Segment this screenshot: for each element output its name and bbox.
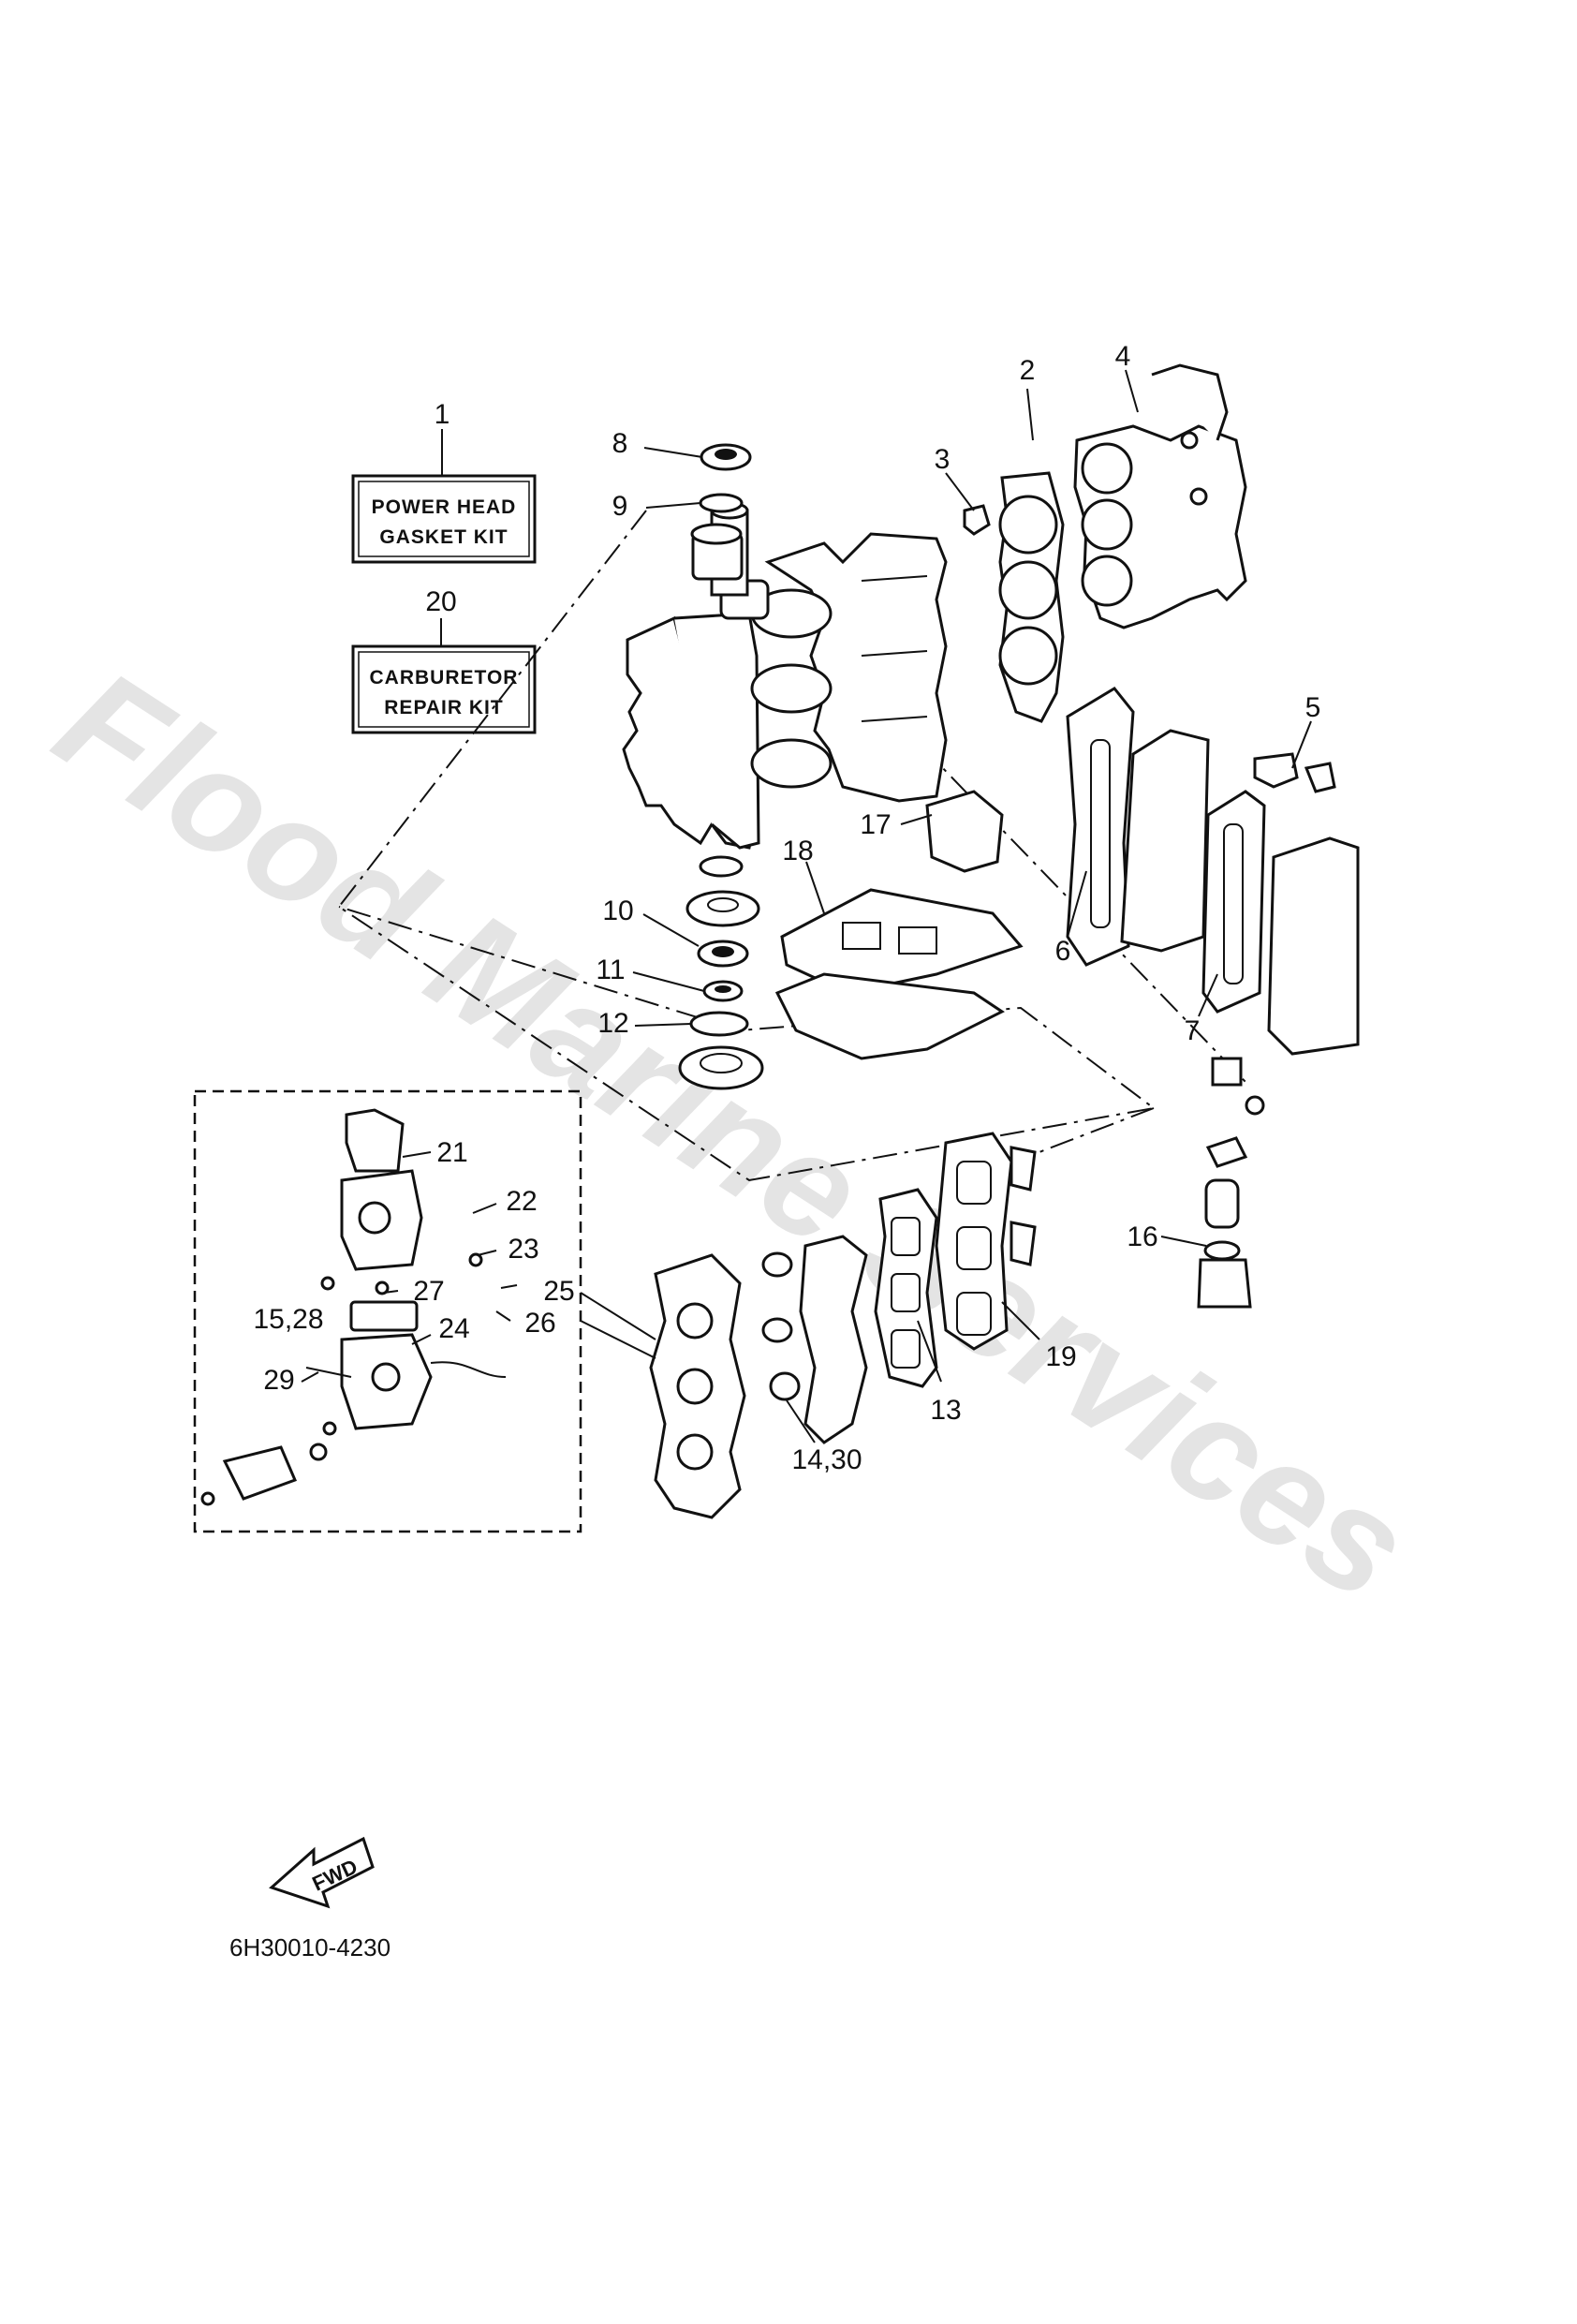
cylinder-head-part xyxy=(1073,363,1247,629)
carburetor-repair-kit-label: CARBURETOR REPAIR KIT xyxy=(351,618,537,734)
leader-lines xyxy=(301,369,1312,1443)
callout-3: 3 xyxy=(935,444,951,475)
svg-text:REPAIR KIT: REPAIR KIT xyxy=(384,697,503,718)
callout-19: 19 xyxy=(1045,1341,1076,1372)
callout-7: 7 xyxy=(1185,1015,1201,1046)
fuel-pump-part xyxy=(925,790,1004,873)
callout-8: 8 xyxy=(612,428,628,459)
callout-18: 18 xyxy=(782,836,813,866)
water-pump-parts xyxy=(1197,1057,1265,1309)
exhaust-inner-gasket-part xyxy=(1201,790,1266,1014)
callout-14-30: 14,30 xyxy=(791,1444,862,1475)
callout-27: 27 xyxy=(413,1276,444,1307)
exhaust-cover-part xyxy=(1120,729,1210,953)
callout-9: 9 xyxy=(612,491,628,522)
callout-labels: 2 3 4 5 6 7 8 9 10 11 12 13 14,30 15,28 … xyxy=(253,341,1320,1475)
callout-20: 20 xyxy=(425,586,456,617)
callout-13: 13 xyxy=(930,1395,961,1426)
oil-seal-part xyxy=(700,443,752,471)
callout-4: 4 xyxy=(1115,341,1131,372)
callout-11: 11 xyxy=(596,955,625,985)
reed-valve-part xyxy=(935,1132,1037,1351)
anode-part xyxy=(1253,752,1336,793)
exhaust-cover-gasket-part xyxy=(1066,687,1135,967)
crankcase-block-part xyxy=(622,501,948,850)
cylinder-head-gasket-part xyxy=(998,471,1065,723)
callout-26: 26 xyxy=(524,1308,555,1339)
callout-23: 23 xyxy=(508,1234,538,1265)
power-head-gasket-kit-label: POWER HEAD GASKET KIT xyxy=(351,429,537,564)
callout-10: 10 xyxy=(602,896,633,926)
intake-manifold-part xyxy=(649,1235,868,1519)
forward-arrow-icon: FWD xyxy=(269,1836,375,1909)
callout-17: 17 xyxy=(860,809,891,840)
svg-text:GASKET KIT: GASKET KIT xyxy=(379,526,508,548)
exhaust-outer-cover-part xyxy=(1267,836,1360,1056)
callout-12: 12 xyxy=(597,1008,628,1039)
carburetor-kit-boundary xyxy=(193,1089,582,1533)
svg-text:CARBURETOR: CARBURETOR xyxy=(370,667,519,688)
callout-2: 2 xyxy=(1020,355,1036,386)
callout-22: 22 xyxy=(506,1186,537,1217)
svg-text:POWER HEAD: POWER HEAD xyxy=(372,496,517,518)
carburetor-part xyxy=(200,1108,507,1506)
o-ring-set-part xyxy=(761,1251,801,1401)
callout-16: 16 xyxy=(1127,1221,1157,1252)
diagram-code: 6H30010-4230 xyxy=(229,1933,391,1961)
reed-valve-gasket-part xyxy=(874,1188,938,1388)
callout-21: 21 xyxy=(436,1137,467,1168)
callout-6: 6 xyxy=(1055,936,1071,967)
o-ring-part xyxy=(699,493,744,513)
callout-1: 1 xyxy=(435,399,450,430)
callout-25: 25 xyxy=(543,1276,574,1307)
oil-pan-gasket-part xyxy=(774,888,1024,1060)
lower-bearing-stack xyxy=(678,855,764,1090)
thermostat-part xyxy=(963,504,991,536)
callout-5: 5 xyxy=(1305,692,1321,723)
callout-29: 29 xyxy=(263,1365,294,1396)
callout-24: 24 xyxy=(438,1313,469,1344)
callout-15-28: 15,28 xyxy=(253,1304,323,1335)
